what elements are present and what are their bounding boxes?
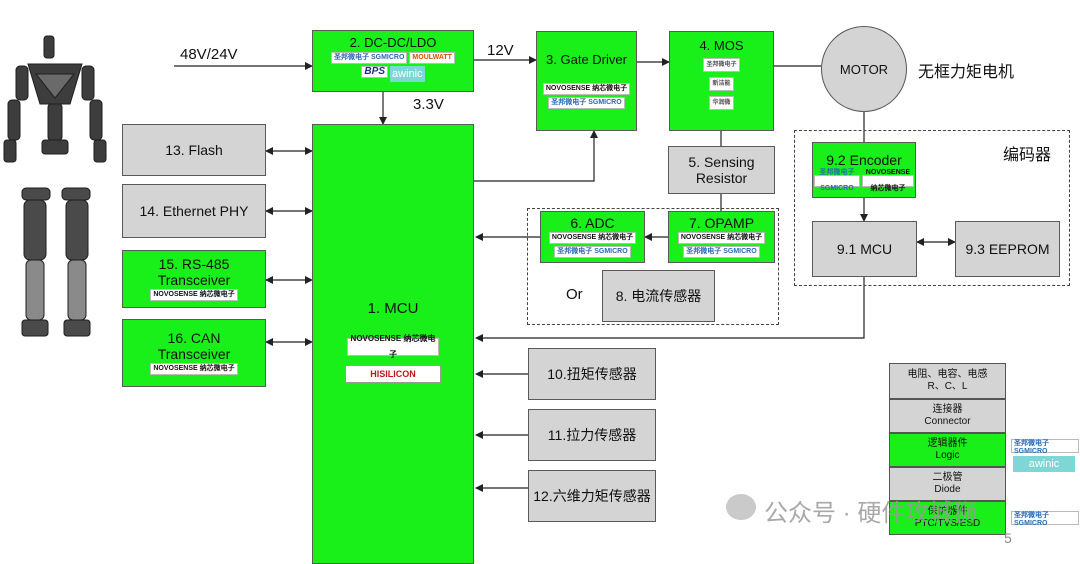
legend-connector-en: Connector [924,416,971,427]
adc-block[interactable]: 6. ADC NOVOSENSE 纳芯微电子 圣邦微电子 SGMICRO [540,211,645,263]
dcdc-ldo-block[interactable]: 2. DC-DC/LDO 圣邦微电子 SGMICRO MOULWATT BPS … [312,30,474,92]
legend-connector-cn: 连接器 [932,404,963,415]
novosense-logo: NOVOSENSE 纳芯微电子 [150,289,238,301]
eeprom-label: 9.3 EEPROM [965,241,1050,257]
vendor-logo-1: 圣邦微电子 [703,58,740,72]
vendor-logo-2: 新洁能 [709,77,734,91]
legend-protection: 保护器件 PTC/TVS/ESD [889,501,1006,535]
encoder-group-label: 编码器 [1003,147,1052,164]
sensing-label-line2: Resistor [695,170,748,186]
gate-driver-block[interactable]: 3. Gate Driver NOVOSENSE 纳芯微电子 圣邦微电子 SGM… [536,31,637,131]
connection-wires [174,56,956,492]
sensing-resistor-block[interactable]: 5. Sensing Resistor [668,146,775,194]
encoder-label: 9.2 Encoder [826,152,902,168]
six-axis-sensor-block[interactable]: 12.六维力矩传感器 [528,470,656,522]
or-label: Or [566,286,583,303]
legend-diode: 二极管 Diode [889,467,1006,501]
legend-logic: 逻辑器件 Logic [889,433,1006,467]
novosense-logo: NOVOSENSE 纳芯微电子 [677,232,766,244]
mos-label: 4. MOS [699,38,744,53]
motor-label: MOTOR [839,61,889,77]
sgmicro-logo: 圣邦微电子 SGMICRO [1011,511,1079,527]
awinic-logo: awinic [389,66,425,82]
can-block[interactable]: 16. CAN Transceiver NOVOSENSE 纳芯微电子 [122,319,266,387]
legend-rcl: 电阻、电容、电感 R、C、L [889,363,1006,399]
hisilicon-logo: HISILICON [345,365,441,383]
encoder-group [794,130,1070,286]
humanoid-upper-body-image [3,35,107,163]
current-sense-group [527,208,779,325]
novosense-logo: NOVOSENSE 纳芯微电子 [150,363,238,375]
opamp-label: 7. OPAMP [688,215,755,231]
can-label-line1: 16. CAN [167,330,221,346]
sgmicro-logo: 圣邦微电子 SGMICRO [331,52,408,64]
legend-logic-en: Logic [935,450,960,461]
encoder-block[interactable]: 9.2 Encoder 圣邦微电子 SGMICRO NOVOSENSE 纳芯微电… [812,142,916,198]
tension-sensor-block[interactable]: 11.拉力传感器 [528,409,656,461]
bps-logo: BPS [361,66,388,78]
legend-logic-cn: 逻辑器件 [927,438,968,449]
novosense-logo: NOVOSENSE 纳芯微电子 [542,83,631,95]
vendor-logo-3: 华润微 [709,96,734,110]
rs485-label-line1: 15. RS-485 [158,256,230,272]
six-axis-sensor-label: 12.六维力矩传感器 [533,488,651,504]
legend-diode-cn: 二极管 [932,472,963,483]
awinic-logo: awinic [1013,456,1075,472]
adc-label: 6. ADC [570,215,615,231]
mos-block[interactable]: 4. MOS 圣邦微电子 新洁能 华润微 [669,31,774,131]
power-input-label: 48V/24V [180,46,238,63]
legend-rcl-cn: 电阻、电容、电感 [907,369,988,380]
page-number: 5 [1004,530,1012,546]
sgmicro-logo: 圣邦微电子 SGMICRO [814,169,860,192]
watermark-text: 公众号 · 硬件攻城狮 [764,500,978,527]
flash-block[interactable]: 13. Flash [122,124,266,176]
legend-protection-cn: 保护器件 [927,506,968,517]
tension-sensor-label: 11.拉力传感器 [547,427,637,443]
flash-label: 13. Flash [165,142,223,158]
gate-driver-label: 3. Gate Driver [546,52,627,67]
current-sensor-block[interactable]: 8. 电流传感器 [602,270,715,322]
main-mcu-block[interactable]: 1. MCU NOVOSENSE 纳芯微电子 HISILICON [312,124,474,564]
legend-rcl-en: R、C、L [927,381,968,392]
frameless-torque-motor-label: 无框力矩电机 [918,64,1015,81]
wechat-icon [726,494,756,520]
12v-label: 12V [487,42,514,59]
novosense-logo: NOVOSENSE 纳芯微电子 [548,232,637,244]
dcdc-ldo-label: 2. DC-DC/LDO [349,35,437,50]
sgmicro-logo: 圣邦微电子 SGMICRO [548,97,625,109]
novosense-logo: NOVOSENSE 纳芯微电子 [861,169,914,192]
encoder-mcu-block[interactable]: 9.1 MCU [812,221,917,277]
opamp-block[interactable]: 7. OPAMP NOVOSENSE 纳芯微电子 圣邦微电子 SGMICRO [668,211,775,263]
sensing-label-line1: 5. Sensing [688,154,755,170]
rs485-block[interactable]: 15. RS-485 Transceiver NOVOSENSE 纳芯微电子 [122,250,266,308]
ethernet-phy-block[interactable]: 14. Ethernet PHY [122,184,266,238]
sgmicro-logo: 圣邦微电子 SGMICRO [683,246,760,258]
3v3-label: 3.3V [413,96,444,113]
legend-protection-en: PTC/TVS/ESD [914,518,981,529]
humanoid-legs-image [21,187,91,337]
motor-circle[interactable]: MOTOR [821,26,907,112]
torque-sensor-label: 10.扭矩传感器 [547,366,637,382]
legend-connector: 连接器 Connector [889,399,1006,433]
rs485-label-line2: Transceiver [157,272,231,288]
main-mcu-label: 1. MCU [367,300,419,317]
torque-sensor-block[interactable]: 10.扭矩传感器 [528,348,656,400]
can-label-line2: Transceiver [157,346,231,362]
sgmicro-logo: 圣邦微电子 SGMICRO [1011,439,1079,455]
encoder-mcu-label: 9.1 MCU [836,241,893,257]
legend-diode-en: Diode [934,484,961,495]
sgmicro-logo: 圣邦微电子 SGMICRO [554,246,631,258]
ethernet-phy-label: 14. Ethernet PHY [139,203,249,219]
eeprom-block[interactable]: 9.3 EEPROM [955,221,1060,277]
current-sensor-label: 8. 电流传感器 [615,288,702,304]
novosense-logo: NOVOSENSE 纳芯微电子 [347,334,439,359]
moultwatt-logo: MOULWATT [409,52,455,64]
